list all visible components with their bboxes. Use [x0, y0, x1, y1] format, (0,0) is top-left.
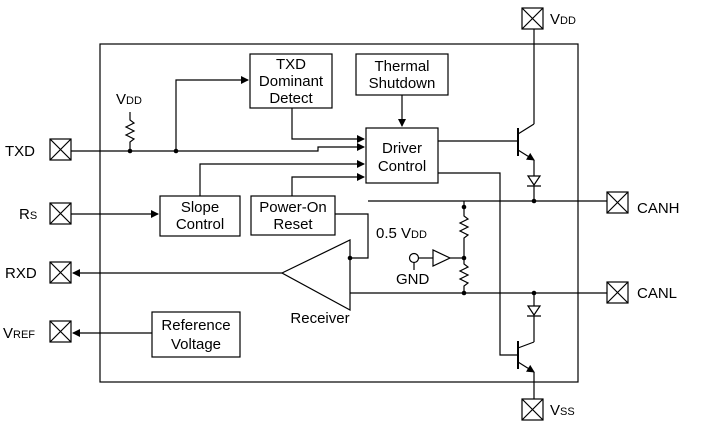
pin-canh: CANH: [606, 191, 680, 217]
driver-control-block: Driver Control: [365, 127, 439, 184]
txd-dominant-detect-line2: Dominant: [259, 73, 324, 90]
wire-por-sense: [335, 213, 369, 240]
thermal-shutdown-block: Thermal Shutdown: [355, 53, 449, 96]
thermal-shutdown-line2: Shutdown: [369, 75, 436, 92]
txd-dominant-detect-line3: Detect: [269, 90, 313, 107]
half-vdd-label: 0.5 VDD: [376, 225, 427, 242]
wire-txd-to-detect: [175, 76, 249, 151]
power-on-reset-block: Power-On Reset: [250, 195, 336, 236]
slope-control-block: Slope Control: [159, 195, 241, 237]
pin-vref: VREF: [3, 320, 72, 343]
driver-control-line2: Control: [378, 158, 426, 175]
junction-receiver-top: [347, 255, 353, 261]
txd-dominant-detect-line1: TXD: [276, 56, 306, 73]
pin-vdd-label: VDD: [550, 11, 576, 28]
thermal-shutdown-line1: Thermal: [374, 58, 429, 75]
pin-rs: RS: [19, 202, 72, 225]
divider-resistor-top: [458, 201, 470, 258]
driver-control-line1: Driver: [382, 140, 422, 157]
pin-vdd: VDD: [521, 7, 576, 30]
buffer-amplifier: [432, 249, 452, 267]
vdd-internal-label: VDD: [116, 91, 142, 108]
divider-resistor-bottom: [458, 258, 470, 293]
txd-dominant-detect-block: TXD Dominant Detect: [249, 53, 333, 109]
pin-canl-label: CANL: [637, 285, 677, 302]
reference-voltage-block: Reference Voltage: [151, 311, 241, 358]
pullup-resistor: [124, 112, 136, 151]
pin-canh-label: CANH: [637, 200, 680, 217]
pin-txd: TXD: [5, 138, 72, 161]
high-side-transistor: [517, 123, 535, 161]
slope-control-line2: Control: [176, 216, 224, 233]
reference-voltage-line2: Voltage: [171, 336, 221, 353]
receiver-label: Receiver: [290, 310, 349, 327]
low-side-transistor: [517, 341, 535, 373]
wire-por-to-driver: [291, 173, 365, 196]
pin-rxd-label: RXD: [5, 265, 37, 282]
junction-divider-top: [461, 204, 467, 210]
wire-detect-to-driver: [291, 108, 365, 143]
receiver-amplifier: Receiver: [280, 239, 351, 327]
pin-vref-label: VREF: [3, 325, 35, 342]
slope-control-line1: Slope: [181, 199, 219, 216]
wire-txd-to-driver: [71, 143, 365, 152]
pin-txd-label: TXD: [5, 143, 35, 160]
power-on-reset-line1: Power-On: [259, 199, 327, 216]
wire-receiver-in-top: [350, 240, 369, 259]
pin-canl: CANL: [606, 281, 677, 304]
pin-vss-label: VSS: [550, 402, 575, 419]
wire-driver-to-low-side: [438, 172, 518, 356]
wire-slope-to-driver: [199, 160, 365, 196]
pin-rs-label: RS: [19, 206, 37, 223]
power-on-reset-line2: Reset: [273, 216, 313, 233]
reference-voltage-line1: Reference: [161, 317, 230, 334]
gnd-label: GND: [396, 271, 430, 288]
pin-rxd: RXD: [5, 261, 72, 284]
pin-vss: VSS: [521, 398, 575, 421]
